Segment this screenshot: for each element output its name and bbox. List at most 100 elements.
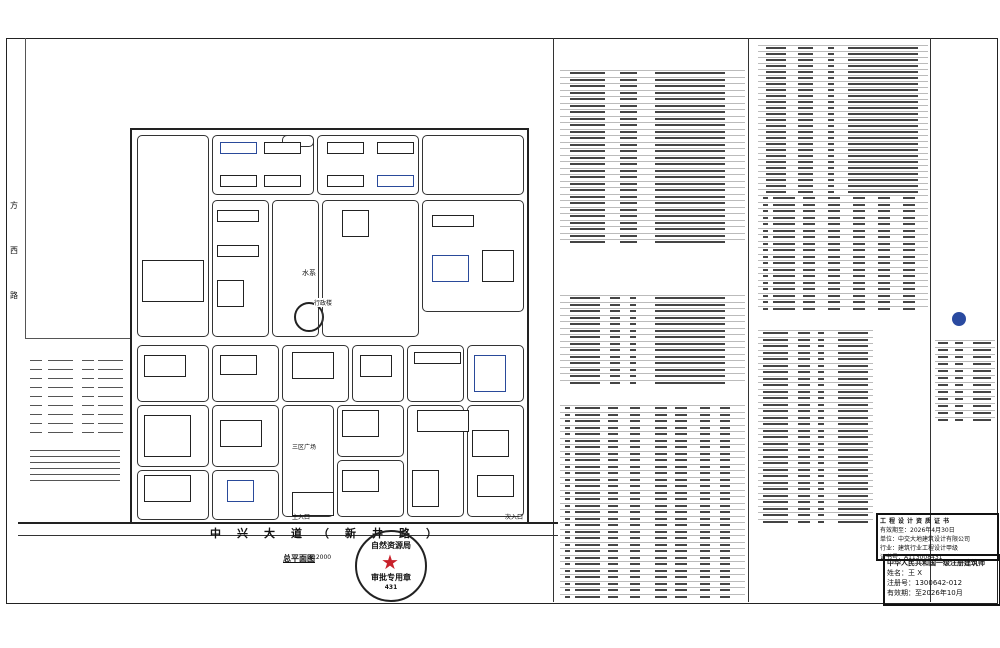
table-cell-text: [655, 433, 667, 435]
legend-text-line: [98, 396, 123, 397]
table-rule: [758, 499, 873, 500]
table-cell-text: [608, 472, 618, 474]
building: [327, 142, 364, 154]
table-cell-text: [828, 179, 834, 181]
site-block: [212, 135, 314, 195]
road-line: [18, 535, 558, 536]
table-cell-text: [630, 563, 640, 565]
table-cell-text: [608, 452, 618, 455]
table-cell-text: [655, 163, 725, 165]
label-plaza: 三区广场: [292, 442, 317, 451]
table-cell-text: [798, 416, 810, 419]
site-block: [137, 405, 209, 467]
table-cell-text: [766, 83, 786, 85]
table-cell-text: [675, 439, 687, 442]
table-cell-text: [575, 582, 600, 585]
table-cell-text: [828, 307, 840, 310]
table-cell-text: [610, 336, 620, 338]
table-cell-text: [766, 143, 786, 145]
table-cell-text: [828, 137, 834, 139]
table-rule: [758, 141, 928, 142]
table-cell-text: [818, 345, 824, 347]
table-cell-text: [848, 71, 918, 73]
table-cell-text: [818, 377, 824, 380]
table-rule: [758, 75, 928, 76]
table-cell-text: [838, 423, 868, 425]
table-cell-text: [763, 501, 788, 503]
table-cell-text: [818, 384, 824, 386]
table-cell-text: [575, 498, 600, 500]
table-cell-text: [938, 370, 948, 372]
table-cell-text: [655, 117, 725, 120]
table-cell-text: [773, 255, 795, 258]
table-cell-text: [620, 72, 632, 74]
table-cell-text: [903, 223, 915, 225]
table-rule: [758, 343, 873, 344]
legend-text-line: [98, 405, 123, 406]
table-cell-text: [630, 381, 636, 384]
table-rule: [758, 135, 928, 136]
note-line: [30, 456, 120, 457]
table-rule: [560, 418, 745, 419]
table-cell-text: [973, 377, 991, 379]
road-char: 路: [10, 291, 18, 300]
table-rule: [758, 93, 928, 94]
table-cell-text: [903, 281, 915, 284]
table-rule: [758, 69, 928, 70]
table-cell-text: [903, 301, 915, 303]
legend-swatch: [30, 396, 42, 397]
table-cell-text: [720, 569, 730, 572]
table-rule: [560, 141, 745, 143]
table-cell-text: [565, 563, 570, 565]
table-cell-text: [655, 446, 667, 448]
table-cell-text: [848, 95, 918, 97]
table-cell-text: [798, 173, 813, 175]
table-cell-text: [838, 475, 868, 477]
table-cell-text: [878, 203, 890, 206]
table-rule: [935, 347, 995, 348]
table-cell-text: [818, 514, 824, 516]
table-cell-text: [570, 215, 605, 217]
site-block: [337, 460, 404, 517]
table-cell-text: [610, 297, 620, 299]
table-cell-text: [575, 446, 600, 448]
table-cell-text: [675, 472, 687, 474]
table-cell-text: [766, 107, 786, 109]
table-cell-text: [798, 429, 810, 432]
table-cell-text: [655, 563, 667, 565]
table-cell-text: [610, 355, 620, 358]
table-cell-text: [763, 338, 788, 341]
table-cell-text: [955, 363, 963, 365]
table-cell-text: [803, 307, 815, 310]
table-cell-text: [803, 216, 815, 219]
building: [220, 175, 257, 187]
table-cell-text: [773, 223, 795, 225]
table-cell-text: [763, 410, 788, 412]
table-cell-text: [700, 472, 710, 474]
table-cell-text: [700, 452, 710, 455]
table-rule: [560, 226, 745, 227]
table-cell-text: [700, 433, 710, 435]
table-cell-text: [632, 98, 637, 100]
table-cell-text: [675, 595, 687, 598]
table-cell-text: [848, 149, 918, 151]
table-cell-text: [655, 329, 725, 332]
table-rule: [758, 473, 873, 474]
table-cell-text: [655, 589, 667, 591]
table-cell-text: [570, 234, 605, 237]
table-cell-text: [838, 345, 868, 347]
table-cell-text: [565, 413, 570, 416]
table-cell-text: [630, 511, 640, 513]
table-cell-text: [655, 156, 725, 159]
table-rule: [560, 483, 745, 484]
table-cell-text: [763, 403, 788, 406]
table-cell-text: [675, 459, 687, 461]
table-cell-text: [798, 77, 813, 79]
table-cell-text: [655, 104, 725, 107]
building: [217, 210, 259, 222]
table-cell-text: [720, 582, 730, 585]
table-cell-text: [766, 161, 786, 163]
table-cell-text: [565, 550, 570, 552]
table-cell-text: [655, 362, 725, 364]
table-cell-text: [828, 236, 840, 238]
